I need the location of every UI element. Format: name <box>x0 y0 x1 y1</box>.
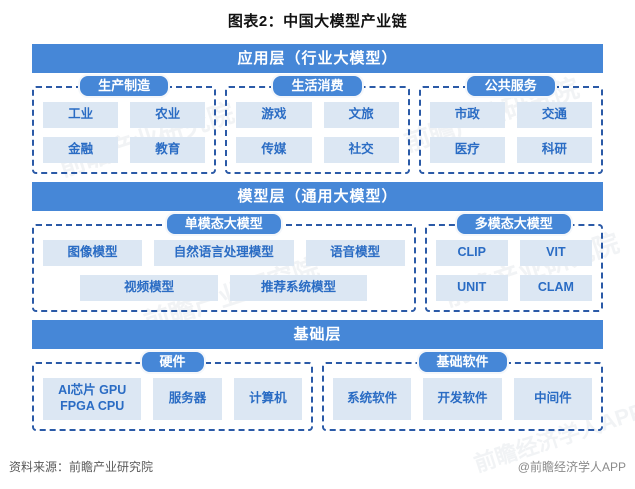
layer-application: 应用层（行业大模型） 生产制造 工业 农业 金融 教育 <box>32 44 603 174</box>
chain-item: VIT <box>519 240 592 266</box>
chain-item: 市政 <box>429 102 505 128</box>
group-hardware-box: AI芯片 GPU FPGA CPU 服务器 计算机 <box>32 362 313 431</box>
group-consumption-pill: 生活消费 <box>271 74 364 98</box>
industry-chain-diagram: 应用层（行业大模型） 生产制造 工业 农业 金融 教育 <box>32 44 603 431</box>
chain-item: CLIP <box>435 240 508 266</box>
footer: 资料来源：前瞻产业研究院 @前瞻经济学人APP <box>0 458 635 489</box>
group-hardware-pill: 硬件 <box>139 350 206 374</box>
group-public-service: 公共服务 市政 交通 医疗 科研 <box>418 74 603 174</box>
chain-item: 科研 <box>516 137 592 163</box>
group-consumption-box: 游戏 文旅 传媒 社交 <box>225 86 410 174</box>
layer-model-header: 模型层（通用大模型） <box>32 182 603 211</box>
chain-item: 工业 <box>43 102 119 128</box>
chain-item: CLAM <box>519 275 592 301</box>
layer-model: 模型层（通用大模型） 单模态大模型 图像模型 自然语言处理模型 语音模型 视频模… <box>32 182 603 312</box>
layer-application-header: 应用层（行业大模型） <box>32 44 603 73</box>
group-single-modal: 单模态大模型 图像模型 自然语言处理模型 语音模型 视频模型 推荐系统模型 <box>32 212 416 312</box>
chain-item: 文旅 <box>323 102 399 128</box>
group-basic-software: 基础软件 系统软件 开发软件 中间件 <box>322 350 603 431</box>
chain-item: 游戏 <box>236 102 312 128</box>
chain-item: 中间件 <box>513 378 592 420</box>
chain-item: AI芯片 GPU FPGA CPU <box>43 378 142 420</box>
chain-item: 开发软件 <box>423 378 502 420</box>
group-basic-software-pill: 基础软件 <box>416 350 509 374</box>
chain-item: 传媒 <box>236 137 312 163</box>
chain-item: 社交 <box>323 137 399 163</box>
chain-item: 服务器 <box>153 378 222 420</box>
page-title: 图表2：中国大模型产业链 <box>227 13 408 30</box>
chain-item: 视频模型 <box>80 275 218 301</box>
group-single-modal-box: 图像模型 自然语言处理模型 语音模型 视频模型 推荐系统模型 <box>32 224 416 312</box>
group-manufacturing-pill: 生产制造 <box>78 74 171 98</box>
group-consumption: 生活消费 游戏 文旅 传媒 社交 <box>225 74 410 174</box>
group-manufacturing: 生产制造 工业 农业 金融 教育 <box>32 74 217 174</box>
chain-item: UNIT <box>435 275 508 301</box>
layer-foundation: 基础层 硬件 AI芯片 GPU FPGA CPU 服务器 计算机 基础软件 <box>32 320 603 431</box>
group-public-service-pill: 公共服务 <box>464 74 557 98</box>
chain-item: 教育 <box>130 137 206 163</box>
chain-item: 金融 <box>43 137 119 163</box>
group-multi-modal: 多模态大模型 CLIP VIT UNIT CLAM <box>424 212 603 312</box>
chain-item: 自然语言处理模型 <box>153 240 294 266</box>
chain-item: 图像模型 <box>43 240 142 266</box>
chain-item: 计算机 <box>233 378 302 420</box>
source-text: 资料来源：前瞻产业研究院 <box>9 460 154 474</box>
group-multi-modal-box: CLIP VIT UNIT CLAM <box>424 224 603 312</box>
group-multi-modal-pill: 多模态大模型 <box>454 212 573 236</box>
group-manufacturing-box: 工业 农业 金融 教育 <box>32 86 217 174</box>
group-hardware: 硬件 AI芯片 GPU FPGA CPU 服务器 计算机 <box>32 350 313 431</box>
group-public-service-box: 市政 交通 医疗 科研 <box>418 86 603 174</box>
chain-item: 语音模型 <box>305 240 405 266</box>
layer-foundation-header: 基础层 <box>32 320 603 349</box>
group-basic-software-box: 系统软件 开发软件 中间件 <box>322 362 603 431</box>
chain-item: 农业 <box>130 102 206 128</box>
chain-item: 系统软件 <box>333 378 412 420</box>
chain-item: 推荐系统模型 <box>229 275 368 301</box>
chain-item: 医疗 <box>429 137 505 163</box>
group-single-modal-pill: 单模态大模型 <box>164 212 283 236</box>
chain-item: 交通 <box>516 102 592 128</box>
brand-text: @前瞻经济学人APP <box>517 460 626 474</box>
